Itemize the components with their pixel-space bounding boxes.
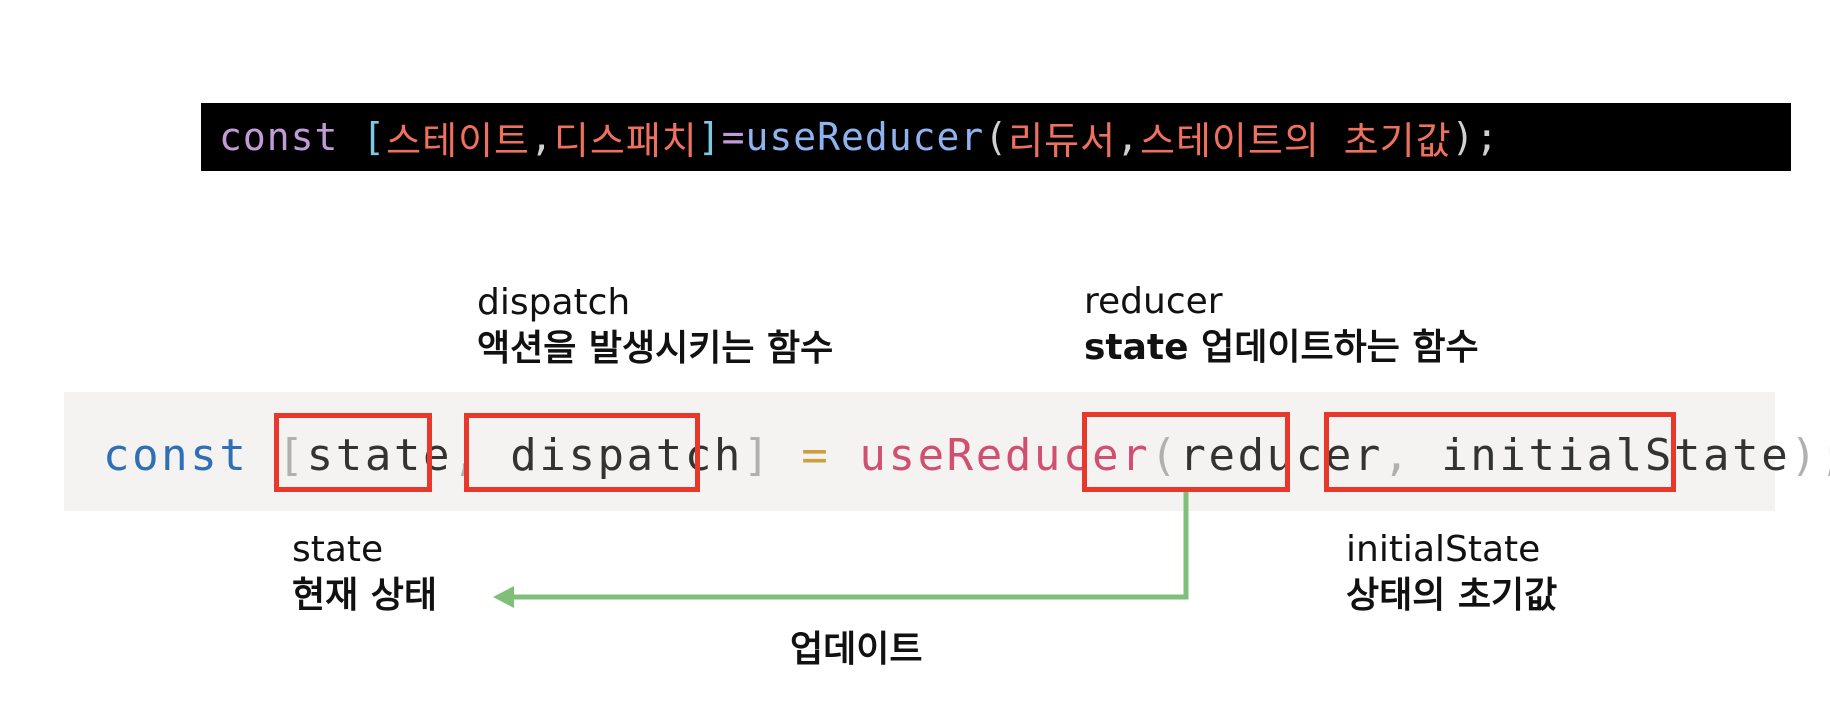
state-label-ko: 현재 상태 [292, 575, 438, 616]
code-open-paren: ( [1150, 430, 1180, 481]
banner-const: const [219, 115, 339, 159]
code-equals: = [801, 430, 831, 481]
banner-close: ); [1451, 115, 1500, 159]
banner-state: 스테이트 [386, 118, 531, 163]
banner-dispatch: 디스패치 [553, 118, 698, 163]
banner-open-paren: ( [984, 115, 1009, 159]
state-label-en: state [292, 529, 384, 570]
dispatch-label-ko: 액션을 발생시키는 함수 [477, 328, 834, 369]
update-label: 업데이트 [790, 629, 923, 670]
code-close-bracket: ] [743, 430, 773, 481]
initial-state-label-ko: 상태의 초기값 [1346, 575, 1558, 616]
code-function: useReducer [859, 430, 1151, 481]
code-dispatch: dispatch [510, 430, 744, 481]
code-comma-2: , [1383, 430, 1413, 481]
strip-code: const [state, dispatch] = useReducer(red… [103, 428, 1830, 484]
code-state: state [306, 430, 453, 481]
banner-comma-2: , [1116, 115, 1140, 159]
banner-equals: = [721, 115, 746, 159]
banner-close-bracket: ] [697, 115, 722, 159]
dispatch-label: dispatch 액션을 발생시키는 함수 [477, 280, 833, 372]
code-open-bracket: [ [277, 430, 307, 481]
highlight-dispatch [464, 413, 700, 492]
code-initial: initialState [1441, 430, 1791, 481]
banner-initial: 스테이트의 초기값 [1139, 118, 1452, 163]
code-close: ); [1790, 430, 1830, 481]
banner-open-bracket: [ [362, 115, 387, 159]
reducer-label: reducer state 업데이트하는 함수 [1084, 279, 1479, 371]
initial-state-label-en: initialState [1346, 529, 1541, 570]
reducer-label-ko: state 업데이트하는 함수 [1084, 327, 1479, 368]
banner-reducer: 리듀서 [1008, 118, 1117, 163]
highlight-initial-state [1324, 412, 1676, 492]
banner-comma-1: , [530, 115, 554, 159]
reducer-label-en: reducer [1084, 281, 1223, 322]
state-label: state 현재 상태 [292, 527, 437, 619]
highlight-state [274, 413, 432, 492]
highlight-reducer [1082, 412, 1290, 492]
update-arrow-head [493, 586, 514, 608]
code-const: const [103, 430, 249, 481]
code-banner: const [스테이트, 디스패치] = useReducer(리듀서, 스테이… [201, 103, 1791, 171]
banner-function: useReducer [745, 115, 985, 159]
dispatch-label-en: dispatch [477, 282, 631, 323]
initial-state-label: initialState 상태의 초기값 [1346, 527, 1557, 619]
code-reducer: reducer [1179, 430, 1384, 481]
